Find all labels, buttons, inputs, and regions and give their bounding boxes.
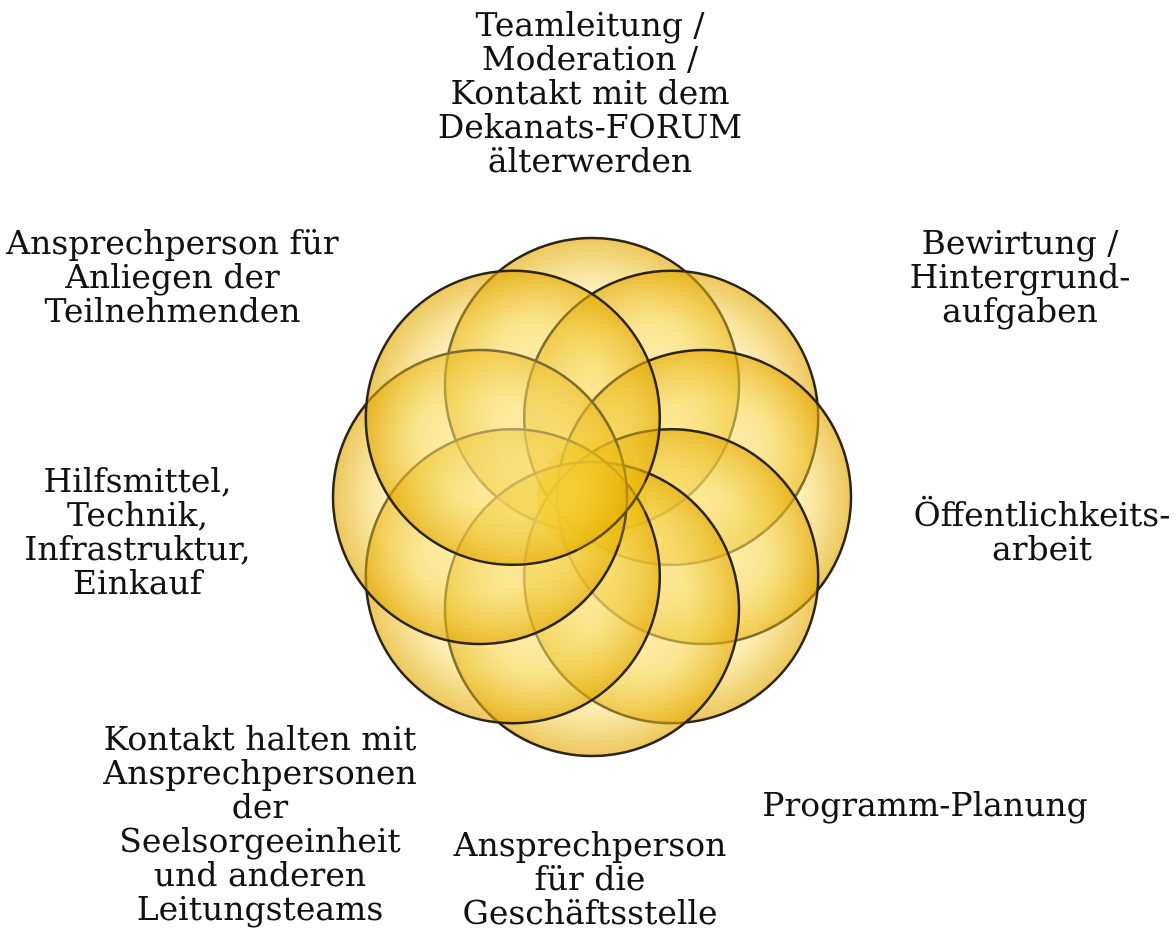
center-glow <box>537 442 647 552</box>
label-teamleitung: Teamleitung / Moderation / Kontakt mit d… <box>437 5 743 180</box>
label-geschaeftsstelle: Ansprechperson für die Geschäftsstelle <box>453 825 727 932</box>
circle-group <box>331 236 853 758</box>
label-kontakt-halten: Kontakt halten mit Ansprechpersonen der … <box>103 719 417 928</box>
label-bewirtung: Bewirtung / Hintergrund- aufgaben <box>909 223 1131 330</box>
label-programm-planung: Programm-Planung <box>762 785 1088 824</box>
label-ansprechperson-teilnehmende: Ansprechperson für Anliegen der Teilnehm… <box>6 223 339 330</box>
label-oeffentlichkeitsarbeit: Öffentlichkeits- arbeit <box>913 495 1171 568</box>
circle-8 <box>364 269 662 567</box>
label-hilfsmittel: Hilfsmittel, Technik, Infrastruktur, Ein… <box>24 461 251 602</box>
